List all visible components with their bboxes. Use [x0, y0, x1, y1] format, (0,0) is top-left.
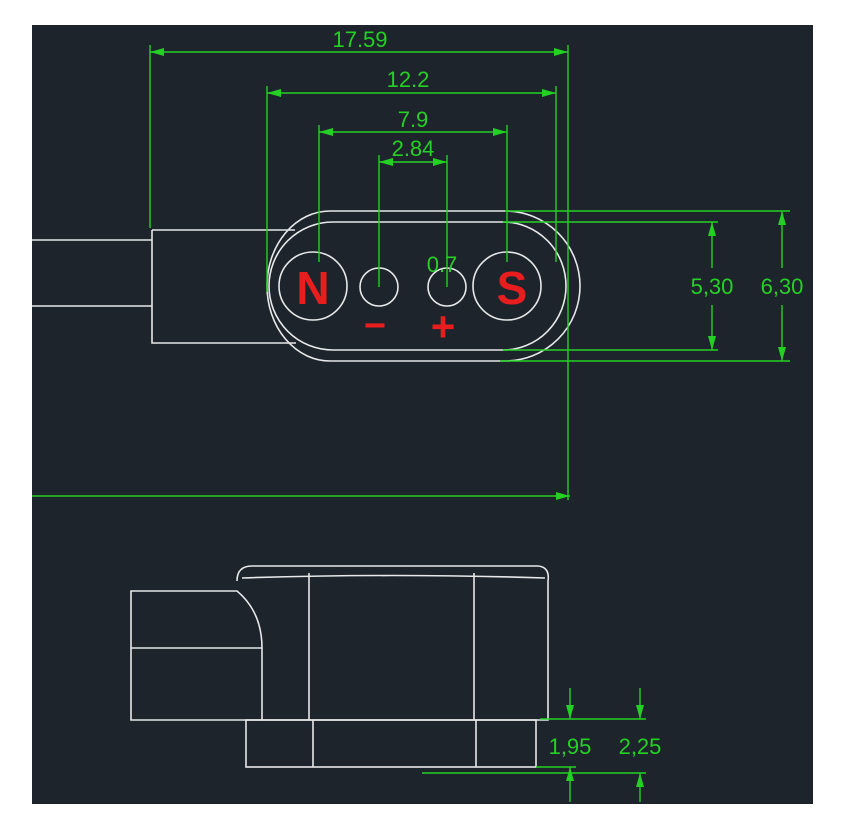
label-pin-diameter: 0.7 [427, 252, 458, 277]
arrow-overall-left [150, 48, 164, 56]
polarity-negative-sign: − [364, 305, 386, 347]
arrow-body-right [542, 89, 556, 97]
side-contact-base [245, 719, 537, 768]
label-inner-pin-pitch: 2.84 [392, 136, 435, 161]
side-cable-block [130, 590, 263, 721]
polarity-positive-sign: + [431, 303, 456, 350]
pole-south-label: S [497, 262, 528, 314]
label-outer-pin-pitch: 7.9 [398, 107, 429, 132]
label-inner-height: 5,30 [691, 274, 734, 299]
arrow-overall-right [554, 48, 568, 56]
label-outer-height: 6,30 [761, 274, 804, 299]
arrow-inner-height-bottom [708, 336, 716, 350]
drawing-background [32, 25, 813, 804]
label-overall-width: 17.59 [332, 27, 387, 52]
side-view-arrowheads [566, 705, 644, 787]
label-step-small: 1,95 [549, 734, 592, 759]
pin-north [278, 251, 348, 321]
arrow-bottom-reference-right [556, 492, 570, 500]
arrow-inner-height-top [708, 222, 716, 236]
side-view [130, 565, 550, 768]
arrow-step-small-bottom [566, 767, 574, 781]
arrow-outer-height-top [778, 211, 786, 225]
arrow-outer-height-bottom [778, 347, 786, 361]
pin-markings: N S − + [296, 262, 527, 350]
arrow-inner-pitch-right [433, 158, 447, 166]
arrow-step-large-bottom [636, 773, 644, 787]
arrow-outer-pitch-right [493, 128, 507, 136]
connector-neck [151, 229, 296, 344]
top-view-dimension-labels: 17.59 12.2 7.9 2.84 0.7 5,30 6,30 [332, 27, 803, 299]
top-view-arrowheads [150, 48, 786, 500]
arrow-step-small-top [566, 705, 574, 719]
top-view-dimensions [32, 45, 790, 500]
side-view-dimension-labels: 1,95 2,25 [549, 734, 662, 759]
label-body-width: 12.2 [387, 67, 430, 92]
arrow-inner-pitch-left [379, 158, 393, 166]
arrow-outer-pitch-left [319, 128, 333, 136]
side-housing-top-curve [241, 574, 546, 579]
arrow-step-large-top [636, 705, 644, 719]
pole-north-label: N [296, 262, 329, 314]
side-housing-outline [236, 565, 550, 721]
arrow-body-left [267, 89, 281, 97]
label-step-large: 2,25 [619, 734, 662, 759]
